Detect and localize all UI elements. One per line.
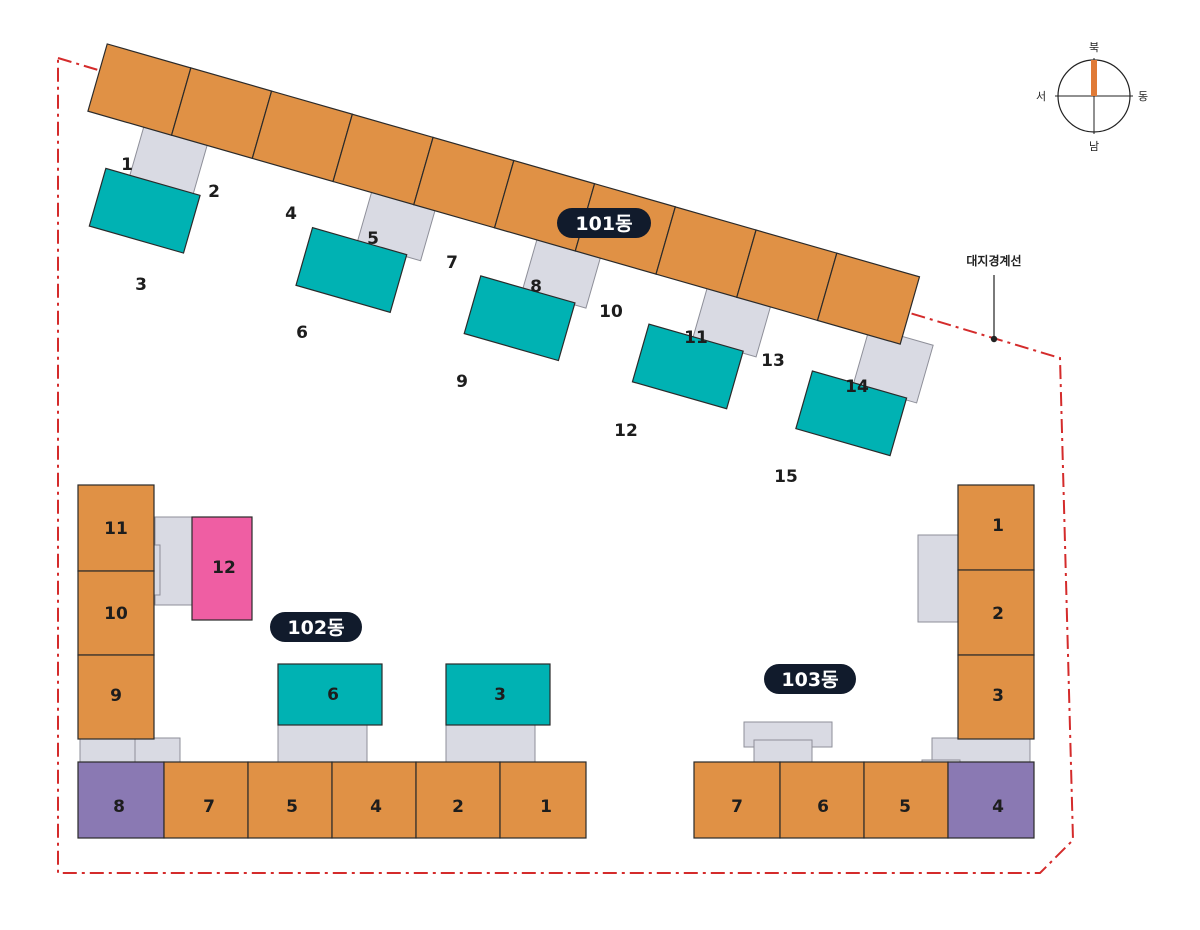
unit-101-2-label: 2 [208, 182, 220, 202]
unit-101-12-label: 12 [614, 421, 638, 441]
unit-102-12-label: 12 [212, 558, 236, 578]
unit-103-2 [957, 569, 1035, 656]
unit-101-12 [631, 323, 744, 410]
building-101-label: 101동 [575, 213, 632, 235]
unit-102-3 [445, 663, 551, 726]
unit-102-1 [499, 761, 587, 839]
unit-101-11-label: 11 [684, 328, 708, 348]
unit-102-2 [415, 761, 501, 839]
unit-102-7 [163, 761, 249, 839]
unit-101-3-label: 3 [135, 275, 147, 295]
unit-101-9-label: 9 [456, 372, 468, 392]
building-102-label-bg [270, 612, 362, 642]
unit-102-11 [77, 484, 155, 572]
unit-101-5-label: 5 [367, 229, 379, 249]
unit-103-7 [693, 761, 781, 839]
unit-102-6 [277, 663, 383, 726]
compass-north-label: 북 [1089, 41, 1099, 54]
unit-103-4-label: 4 [992, 797, 1004, 817]
compass-icon [1055, 58, 1133, 134]
unit-102-5-label: 5 [286, 797, 298, 817]
core-102-a [154, 516, 193, 606]
unit-102-12 [191, 516, 253, 621]
building-102-label: 102동 [287, 617, 344, 639]
unit-101-8-label: 8 [530, 277, 542, 297]
unit-103-1-label: 1 [992, 516, 1004, 536]
unit-102-4-label: 4 [370, 797, 382, 817]
unit-103-4 [947, 761, 1035, 839]
unit-101-13-label: 13 [761, 351, 785, 371]
unit-102-9 [77, 654, 155, 740]
unit-103-3-label: 3 [992, 686, 1004, 706]
unit-101-9 [463, 275, 576, 362]
unit-103-6-label: 6 [817, 797, 829, 817]
unit-101-14 [816, 252, 921, 345]
unit-102-3-label: 3 [494, 685, 506, 705]
unit-101-7-label: 7 [446, 253, 458, 273]
unit-102-8 [77, 761, 165, 839]
boundary-label: 대지경계선 [966, 253, 1021, 268]
compass-south-label: 남 [1089, 140, 1099, 153]
unit-103-1 [957, 484, 1035, 571]
unit-102-11-label: 11 [104, 519, 128, 539]
core-103-d [931, 737, 1031, 763]
unit-101-1-label: 1 [121, 155, 133, 175]
unit-102-5 [247, 761, 333, 839]
building-103-label-bg [764, 664, 856, 694]
unit-101-3 [88, 167, 201, 254]
unit-102-10-label: 10 [104, 604, 128, 624]
unit-103-3 [957, 654, 1035, 740]
unit-102-9-label: 9 [110, 686, 122, 706]
unit-103-5-label: 5 [899, 797, 911, 817]
core-103-a [917, 534, 959, 623]
unit-103-5 [863, 761, 949, 839]
unit-102-8-label: 8 [113, 797, 125, 817]
unit-102-7-label: 7 [203, 797, 215, 817]
boundary-leader-dot [990, 335, 998, 343]
compass-east-label: 동 [1138, 90, 1148, 103]
unit-101-4-label: 4 [285, 204, 297, 224]
unit-102-2-label: 2 [452, 797, 464, 817]
compass-west-label: 서 [1036, 90, 1046, 103]
unit-102-6-label: 6 [327, 685, 339, 705]
unit-101-14-label: 14 [845, 377, 869, 397]
unit-101-15 [795, 370, 908, 457]
unit-101-6-label: 6 [296, 323, 308, 343]
unit-101-10-label: 10 [599, 302, 623, 322]
unit-103-7-label: 7 [731, 797, 743, 817]
unit-101-15-label: 15 [774, 467, 798, 487]
building-103-label: 103동 [781, 669, 838, 691]
building-101-label-bg [557, 208, 651, 238]
unit-103-2-label: 2 [992, 604, 1004, 624]
unit-102-4 [331, 761, 417, 839]
unit-101-6 [295, 226, 408, 314]
unit-102-1-label: 1 [540, 797, 552, 817]
